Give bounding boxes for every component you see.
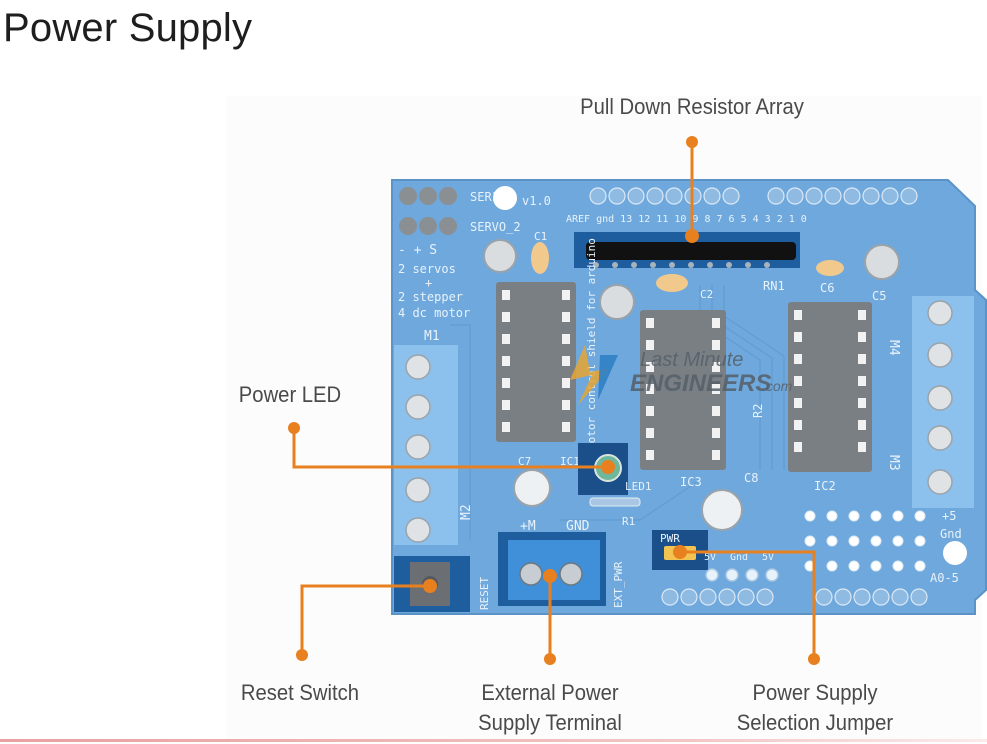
silk-r2: R2 [751,404,765,418]
silk-feature-4: 4 dc motor [398,306,470,320]
ic-3 [640,310,726,470]
ic-2 [788,302,872,472]
silk-feature-3: 2 stepper [398,290,463,304]
silk-c1: C1 [534,230,547,243]
label-power-jumper-line2: Selection Jumper [736,710,894,735]
callout-dot [686,136,698,148]
callout-dots [288,136,820,665]
silk-ic2: IC2 [814,479,836,493]
ic-1 [496,282,576,442]
label-power-jumper-line1: Power Supply [752,680,878,705]
bottom-divider [0,739,987,742]
callout-dot [601,460,615,474]
callout-dot [288,422,300,434]
silk-m1: M1 [424,329,440,344]
watermark-line2: ENGINEERS [630,370,771,397]
silk-power-header-1: 5V [704,552,716,563]
callout-dot [808,653,820,665]
leader-reset-switch [300,584,430,655]
ceramic-capacitor-c6 [816,260,844,276]
ceramic-capacitor-c2 [656,274,688,292]
mounting-hole [493,186,517,210]
silk-feature-1: 2 servos [398,262,456,276]
servo-headers [399,187,457,235]
watermark-line1: Last Minute [640,349,743,371]
leader-power-jumper [680,550,816,658]
silk-r1: R1 [622,515,635,528]
silk-m3: M3 [886,455,901,471]
callout-dot [543,569,557,583]
silk-plus-m: +M [520,519,536,534]
watermark-logo-icon [570,345,610,405]
silk-power-header-3: 5V [762,552,774,563]
label-external-power-line2: Supply Terminal [478,710,622,735]
silk-pwr: PWR [660,532,680,545]
silk-c7: C7 [518,455,531,468]
callout-dot [423,579,437,593]
silk-version: v1.0 [522,194,551,208]
label-pull-down-resistor-array: Pull Down Resistor Array [580,94,804,119]
silk-ic1: IC1 [560,455,580,468]
mounting-hole [943,541,967,565]
leader-power-led [292,428,608,469]
analog-header-row [661,588,928,606]
silk-c5: C5 [872,289,886,303]
silk-led1: LED1 [625,480,652,493]
callout-leaders [292,143,816,658]
silk-vertical-text: motor control shield for arduino [585,238,598,450]
label-power-led: Power LED [238,382,342,407]
label-external-power-line1: External Power [481,680,619,705]
ceramic-capacitor-c1 [531,242,549,274]
callout-dot [544,653,556,665]
silk-gnd: GND [566,519,590,534]
silk-feature-2: + [425,276,432,290]
watermark-suffix: .com [762,378,793,394]
silk-m2: M2 [459,504,474,520]
resistor-array [586,242,796,260]
label-reset-switch: Reset Switch [240,680,360,705]
silk-c6: C6 [820,281,834,295]
page-title: Power Supply [3,6,253,50]
silk-power-header-2: Gnd [730,552,748,563]
digital-header [589,187,918,205]
capacitor-electrolytic [864,244,900,280]
silk-rn1: RN1 [763,279,785,293]
analog-breakout-pins [804,510,926,572]
capacitor-electrolytic [513,469,551,507]
silk-plus5: +5 [942,509,956,523]
capacitor-electrolytic [483,239,517,273]
silk-pin-legend: - + S [398,243,437,258]
silk-ext-pwr: EXT_PWR [612,561,625,608]
silk-servo2: SERVO_2 [470,220,521,234]
silk-c8: C8 [744,471,758,485]
silk-analog-gnd: Gnd [940,527,962,541]
silk-m4: M4 [886,340,901,356]
capacitor-electrolytic [599,284,635,320]
callout-dot [685,229,699,243]
silk-c2: C2 [700,288,713,301]
silk-reset: RESET [478,577,491,610]
capacitor-electrolytic [701,489,743,531]
power-header-pins [705,568,779,582]
callout-dot [673,545,687,559]
resistor-r1 [589,497,641,507]
silk-servo1: SER1 [470,190,499,204]
silk-digital-pins: AREF gnd 13 12 11 10 9 8 7 6 5 4 3 2 1 0 [566,214,807,225]
silk-ic3: IC3 [680,475,702,489]
silk-a0-5: A0-5 [930,571,959,585]
callout-dot [296,649,308,661]
